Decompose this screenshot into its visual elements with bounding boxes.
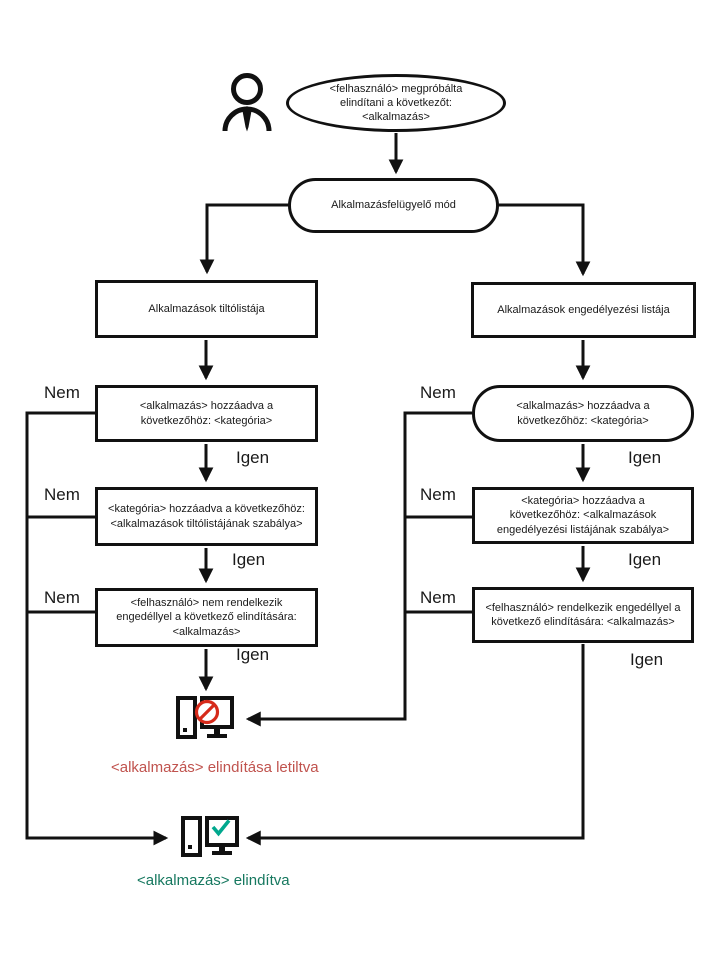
edge-label-yes: Igen [236,448,270,467]
edge-label-yes: Igen [628,448,662,467]
edge-label-yes: Igen [630,650,664,669]
edge-label-no: Nem [44,485,80,504]
allow-category-in-rule-node: <kategória> hozzáadva a következőhöz: <a… [472,487,694,544]
prohibition-icon [194,699,220,725]
edge-label-yes: Igen [628,550,662,569]
edge-label-yes: Igen [232,550,266,569]
started-outcome-caption: <alkalmazás> elindítva [137,872,290,889]
checkmark-icon [211,819,231,837]
edge-label-yes: Igen [236,645,270,664]
allow-app-in-category-node: <alkalmazás> hozzáadva a következőhöz: <… [472,385,694,442]
connector-allow-yes-3-to-started [245,644,585,846]
start-node: <felhasználó> megpróbálta elindítani a k… [286,74,506,132]
connector-mode-to-denylist [199,203,290,275]
edge-label-no: Nem [420,485,456,504]
deny-category-in-rule-node: <kategória> hozzáadva a következőhöz: <a… [95,487,318,546]
deny-app-in-category-node: <alkalmazás> hozzáadva a következőhöz: <… [95,385,318,442]
computer-started-icon [181,816,239,857]
edge-label-no: Nem [44,383,80,402]
allowlist-node: Alkalmazások engedélyezési listája [471,282,696,338]
denylist-node: Alkalmazások tiltólistája [95,280,318,338]
user-icon [222,73,272,132]
edge-label-no: Nem [420,588,456,607]
edge-label-no: Nem [420,383,456,402]
connector-mode-to-allowlist [498,203,591,277]
connector-deny-no-rail-to-started [25,411,169,846]
connector-allow-no-rail-to-blocked [245,411,472,727]
deny-user-no-permission-node: <felhasználó> nem rendelkezik engedéllye… [95,588,318,647]
computer-blocked-icon [176,696,234,739]
blocked-outcome-caption: <alkalmazás> elindítása letiltva [111,759,319,776]
edge-label-no: Nem [44,588,80,607]
allow-user-has-permission-node: <felhasználó> rendelkezik engedéllyel a … [472,587,694,643]
mode-node: Alkalmazásfelügyelő mód [288,178,499,233]
